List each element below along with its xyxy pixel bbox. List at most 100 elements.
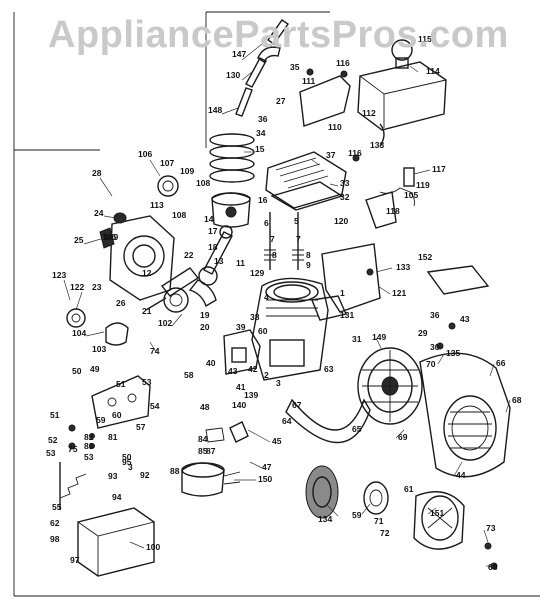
part-number-label: 36 <box>430 310 440 320</box>
part-number-label: 66 <box>496 358 506 368</box>
part-number-label: 62 <box>50 518 60 528</box>
part-number-label: 150 <box>258 474 272 484</box>
part-number-label: 121 <box>392 288 406 298</box>
part-number-label: 133 <box>370 140 384 150</box>
part-number-label: 131 <box>340 310 354 320</box>
part-number-label: 3 <box>276 378 281 388</box>
part-number-label: 151 <box>430 508 444 518</box>
part-number-label: 21 <box>142 306 152 316</box>
part-number-label: 50 <box>122 452 132 462</box>
part-number-label: 71 <box>374 516 384 526</box>
part-number-label: 50 <box>72 366 82 376</box>
part-number-label: 23 <box>92 282 102 292</box>
part-number-label: 38 <box>250 312 260 322</box>
connecting-rod <box>198 225 233 286</box>
part-number-label: 149 <box>104 232 118 242</box>
piston <box>211 192 251 228</box>
part-number-label: 57 <box>136 422 146 432</box>
part-number-label: 119 <box>416 180 430 190</box>
part-number-label: 22 <box>184 250 194 260</box>
part-number-label: 8 <box>306 250 311 260</box>
part-number-label: 139 <box>244 390 258 400</box>
blower-housing <box>419 352 511 478</box>
part-number-label: 72 <box>380 528 390 538</box>
part-number-label: 67 <box>292 400 302 410</box>
part-number-label: 16 <box>258 195 268 205</box>
air-baffle <box>321 243 381 313</box>
part-number-label: 51 <box>116 379 126 389</box>
piston-rings <box>209 133 255 183</box>
part-number-label: 122 <box>70 282 84 292</box>
part-number-label: 26 <box>116 298 126 308</box>
part-number-label: 116 <box>348 148 362 158</box>
part-number-label: 135 <box>446 348 460 358</box>
part-number-label: 68 <box>512 395 522 405</box>
part-number-label: 13 <box>214 256 224 266</box>
part-number-label: 43 <box>228 366 238 376</box>
part-number-label: 106 <box>138 149 152 159</box>
part-number-label: 116 <box>336 58 350 68</box>
tank-bracket <box>299 75 397 229</box>
part-number-label: 114 <box>426 66 440 76</box>
part-number-label: 97 <box>70 555 80 565</box>
part-number-label: 24 <box>94 208 104 218</box>
part-number-label: 100 <box>146 542 160 552</box>
part-number-label: 55 <box>52 502 62 512</box>
part-number-label: 102 <box>158 318 172 328</box>
part-number-label: 109 <box>180 166 194 176</box>
part-number-label: 44 <box>456 470 466 480</box>
part-number-label: 110 <box>328 122 342 132</box>
part-number-label: 53 <box>142 377 152 387</box>
part-number-label: 2 <box>264 370 269 380</box>
part-number-label: 51 <box>50 410 60 420</box>
part-number-label: 37 <box>326 150 336 160</box>
part-number-label: 61 <box>404 484 414 494</box>
part-number-label: 103 <box>92 344 106 354</box>
part-number-label: 129 <box>250 268 264 278</box>
part-number-label: 20 <box>200 322 210 332</box>
part-number-label: 111 <box>302 76 316 86</box>
breather-filter <box>105 322 129 346</box>
part-number-label: 49 <box>90 364 100 374</box>
part-number-label: 7 <box>296 234 301 244</box>
part-number-label: 15 <box>255 144 265 154</box>
part-number-label: 75 <box>68 444 78 454</box>
diagram-frame <box>13 11 540 597</box>
part-number-label: 152 <box>418 252 432 262</box>
valves-springs <box>264 212 304 270</box>
part-number-label: 33 <box>340 178 350 188</box>
rotating-screen <box>305 465 339 519</box>
part-number-label: 11 <box>236 258 245 268</box>
breather-tube-assembly <box>235 19 289 117</box>
part-number-label: 12 <box>142 268 152 278</box>
part-number-label: 59 <box>352 510 362 520</box>
governor-link <box>205 421 249 443</box>
part-number-label: 81 <box>108 432 118 442</box>
fasteners <box>68 68 498 570</box>
fuel-tank <box>357 39 447 131</box>
part-number-label: 93 <box>108 471 118 481</box>
part-number-label: 70 <box>426 359 436 369</box>
muffler <box>77 507 155 577</box>
part-number-label: 28 <box>92 168 102 178</box>
part-number-label: 35 <box>290 62 300 72</box>
part-number-label: 118 <box>386 206 400 216</box>
cylinder-head <box>265 151 347 211</box>
part-number-label: 65 <box>352 424 362 434</box>
part-number-label: 133 <box>396 262 410 272</box>
part-number-label: 74 <box>150 346 160 356</box>
part-number-label: 146 <box>102 232 116 242</box>
part-number-label: 107 <box>160 158 174 168</box>
starter-pulley <box>363 481 389 515</box>
part-number-label: 41 <box>236 382 246 392</box>
part-number-label: 32 <box>340 192 350 202</box>
part-number-label: 40 <box>206 358 216 368</box>
part-number-label: 1 <box>340 288 345 298</box>
linkage-spring <box>59 462 87 510</box>
part-number-label: 94 <box>112 492 122 502</box>
shroud <box>285 398 371 444</box>
part-number-label: 52 <box>48 435 58 445</box>
gears <box>113 175 189 313</box>
